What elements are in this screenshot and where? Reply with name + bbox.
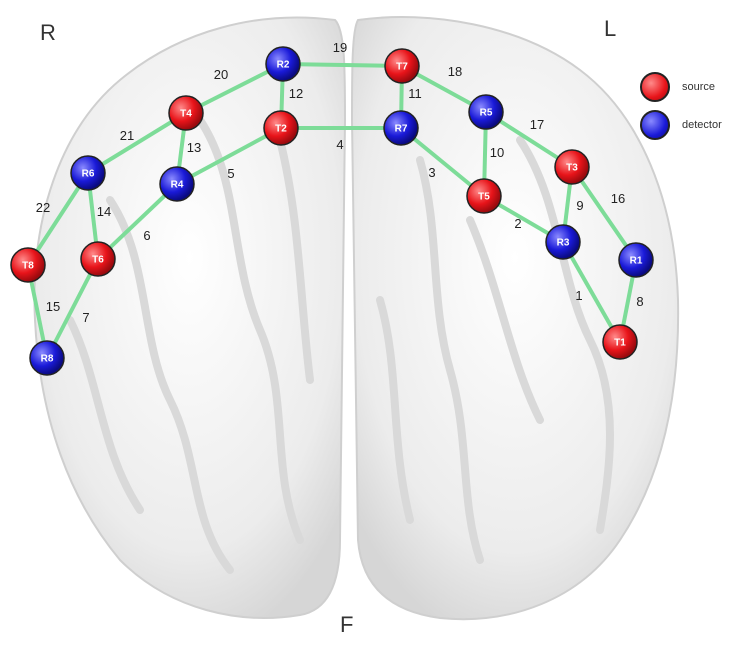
optode-label: T4 bbox=[180, 109, 192, 120]
channel-line-16 bbox=[570, 165, 638, 262]
source-optode-t3: T3 bbox=[554, 149, 590, 185]
optode-label: T2 bbox=[275, 124, 287, 135]
left-hemisphere bbox=[350, 16, 680, 621]
source-optode-t7: T7 bbox=[384, 48, 420, 84]
optode-marker bbox=[10, 247, 46, 283]
optode-marker bbox=[159, 166, 195, 202]
detector-optode-r4: R4 bbox=[159, 166, 195, 202]
optode-marker bbox=[80, 241, 116, 277]
channel-label-20: 20 bbox=[214, 67, 228, 82]
detector-optode-r3: R3 bbox=[545, 224, 581, 260]
source-optode-t5: T5 bbox=[466, 178, 502, 214]
legend-source: source bbox=[640, 72, 715, 102]
channel-label-18: 18 bbox=[448, 64, 462, 79]
channel-label-19: 19 bbox=[333, 40, 347, 55]
channel-label-21: 21 bbox=[120, 128, 134, 143]
right-hemisphere bbox=[33, 16, 347, 619]
detector-optode-r2: R2 bbox=[265, 46, 301, 82]
front-orientation-label: F bbox=[340, 612, 354, 637]
optode-label: R1 bbox=[630, 256, 643, 267]
channel-label-1: 1 bbox=[575, 288, 582, 303]
optode-label: T5 bbox=[478, 192, 490, 203]
optode-marker bbox=[468, 94, 504, 130]
detector-optode-r1: R1 bbox=[618, 242, 654, 278]
left-orientation-label: L bbox=[604, 16, 617, 41]
legend-detector-label: detector bbox=[682, 119, 722, 131]
detector-optode-r5: R5 bbox=[468, 94, 504, 130]
channel-label-12: 12 bbox=[289, 86, 303, 101]
channel-label-3: 3 bbox=[428, 165, 435, 180]
channel-line-7 bbox=[45, 258, 100, 359]
optode-marker bbox=[168, 95, 204, 131]
channel-line-3 bbox=[399, 126, 486, 198]
brain-gyri bbox=[66, 116, 614, 574]
channel-label-7: 7 bbox=[82, 310, 89, 325]
optode-marker bbox=[29, 340, 65, 376]
source-optode-t8: T8 bbox=[10, 247, 46, 283]
channel-label-13: 13 bbox=[187, 140, 201, 155]
detector-optode-r7: R7 bbox=[383, 110, 419, 146]
optode-marker bbox=[263, 110, 299, 146]
optode-label: R8 bbox=[41, 354, 54, 365]
channel-line-1 bbox=[561, 241, 622, 343]
channel-label-9: 9 bbox=[576, 198, 583, 213]
optode-label: T1 bbox=[614, 338, 626, 349]
channel-label-22: 22 bbox=[36, 200, 50, 215]
optode-marker bbox=[383, 110, 419, 146]
channel-label-10: 10 bbox=[490, 145, 504, 160]
optode-marker bbox=[554, 149, 590, 185]
optode-marker bbox=[265, 46, 301, 82]
brain-surface bbox=[33, 16, 680, 621]
optode-marker bbox=[618, 242, 654, 278]
optode-label: R3 bbox=[557, 238, 570, 249]
optode-marker bbox=[466, 178, 502, 214]
channel-line-20 bbox=[185, 62, 284, 115]
optode-label: T7 bbox=[396, 62, 408, 73]
source-optode-t4: T4 bbox=[168, 95, 204, 131]
channel-label-11: 11 bbox=[408, 86, 422, 101]
channel-label-17: 17 bbox=[530, 117, 544, 132]
channel-line-6 bbox=[96, 182, 179, 261]
optode-marker bbox=[70, 155, 106, 191]
channel-line-21 bbox=[86, 111, 188, 175]
right-orientation-label: R bbox=[40, 20, 56, 45]
channel-label-16: 16 bbox=[611, 191, 625, 206]
optode-label: T3 bbox=[566, 163, 578, 174]
source-optode-t2: T2 bbox=[263, 110, 299, 146]
detector-optode-r6: R6 bbox=[70, 155, 106, 191]
channel-label-8: 8 bbox=[636, 294, 643, 309]
channel-line-5 bbox=[176, 126, 282, 186]
source-optode-t1: T1 bbox=[602, 324, 638, 360]
channel-label-15: 15 bbox=[46, 299, 60, 314]
channel-label-5: 5 bbox=[227, 166, 234, 181]
channel-label-6: 6 bbox=[143, 228, 150, 243]
source-marker-icon bbox=[640, 72, 670, 102]
optode-label: T8 bbox=[22, 261, 34, 272]
detector-marker-icon bbox=[640, 110, 670, 140]
optode-label: R4 bbox=[171, 180, 184, 191]
legend-source-label: source bbox=[682, 81, 716, 93]
channel-line-19 bbox=[282, 62, 403, 68]
channel-line-22 bbox=[26, 171, 90, 267]
source-optode-t6: T6 bbox=[80, 241, 116, 277]
channel-label-2: 2 bbox=[514, 216, 521, 231]
optode-label: R7 bbox=[395, 124, 408, 135]
optode-marker bbox=[545, 224, 581, 260]
channel-label-4: 4 bbox=[336, 137, 343, 152]
channel-label-14: 14 bbox=[97, 204, 111, 219]
optode-marker bbox=[602, 324, 638, 360]
optode-label: T6 bbox=[92, 255, 104, 266]
detector-optode-r8: R8 bbox=[29, 340, 65, 376]
legend-detector: detector bbox=[640, 110, 722, 140]
optode-label: R6 bbox=[82, 169, 95, 180]
optode-marker bbox=[384, 48, 420, 84]
optode-label: R2 bbox=[277, 60, 290, 71]
optode-label: R5 bbox=[480, 108, 493, 119]
